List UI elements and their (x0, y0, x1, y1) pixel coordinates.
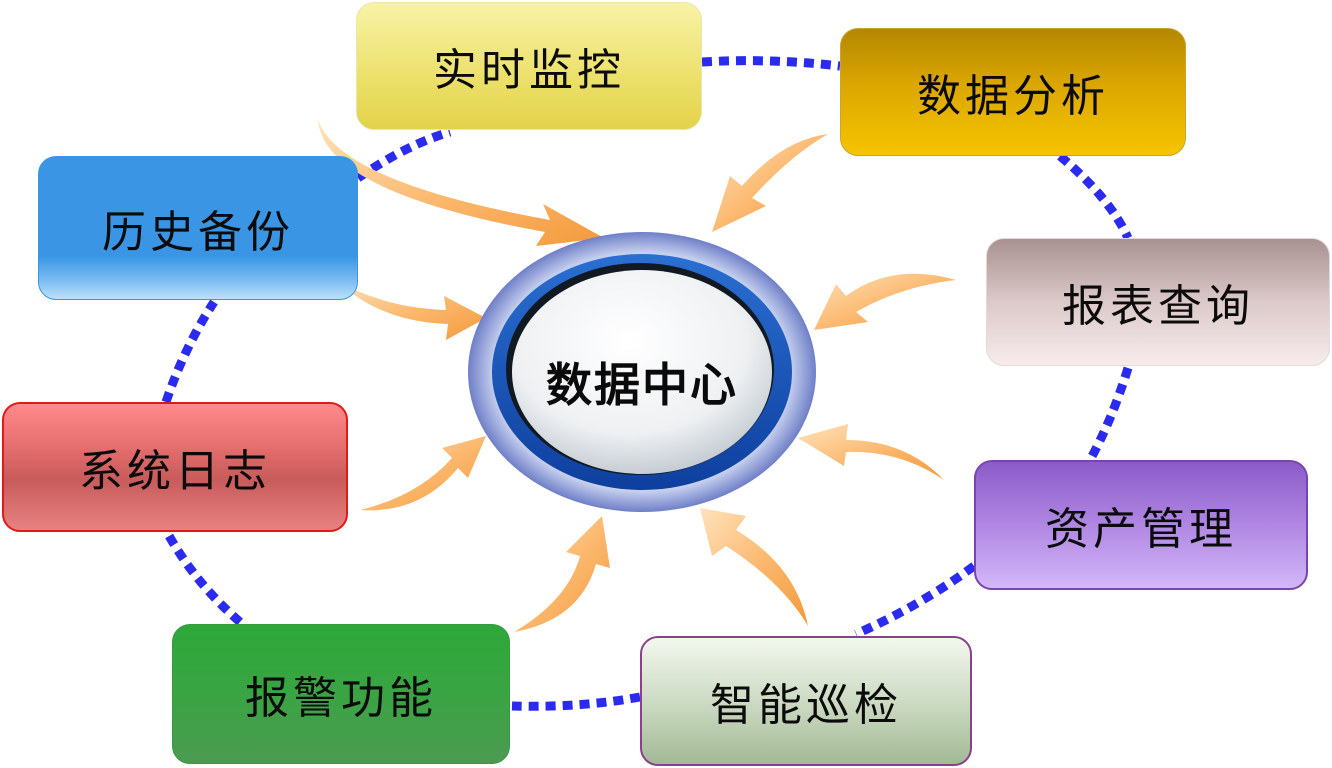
node-label: 数据分析 (917, 71, 1109, 122)
arrow-from-data-analysis (712, 134, 828, 232)
node-label: 资产管理 (1045, 504, 1237, 555)
dotted-segment (854, 562, 977, 639)
center-hub (468, 232, 816, 512)
node-realtime-monitor[interactable]: 实时监控 (356, 2, 702, 130)
dotted-segment (701, 56, 841, 71)
node-system-log[interactable]: 系统日志 (2, 402, 348, 532)
dotted-segment (1057, 152, 1133, 240)
node-data-analysis[interactable]: 数据分析 (840, 28, 1186, 156)
arrow-from-system-log (360, 436, 486, 511)
arrow-from-asset-management (798, 424, 944, 480)
dotted-segment (1086, 366, 1133, 463)
center-inner-disc (512, 270, 772, 474)
arrow-from-realtime-monitor (318, 120, 604, 246)
center-label: 数据中心 (546, 358, 738, 412)
arrow-from-smart-inspection (700, 508, 808, 626)
node-asset-management[interactable]: 资产管理 (974, 460, 1308, 590)
node-smart-inspection[interactable]: 智能巡检 (640, 636, 972, 766)
dotted-segment (164, 531, 243, 626)
node-label: 实时监控 (433, 45, 625, 96)
arrow-from-alarm-function (514, 516, 610, 632)
node-label: 报警功能 (245, 673, 437, 724)
node-alarm-function[interactable]: 报警功能 (172, 624, 510, 764)
node-label: 系统日志 (79, 446, 271, 497)
dotted-segment (511, 692, 641, 711)
node-label: 历史备份 (102, 207, 294, 258)
node-label: 报表查询 (1062, 281, 1254, 332)
node-report-query[interactable]: 报表查询 (986, 238, 1330, 366)
node-history-backup[interactable]: 历史备份 (38, 156, 358, 300)
dotted-ring (161, 56, 1133, 711)
arrows (318, 120, 956, 632)
dotted-segment (161, 299, 218, 404)
dotted-segment (355, 127, 452, 182)
node-label: 智能巡检 (710, 680, 902, 731)
arrow-from-report-query (814, 273, 956, 330)
arrow-from-history-backup (336, 280, 486, 340)
